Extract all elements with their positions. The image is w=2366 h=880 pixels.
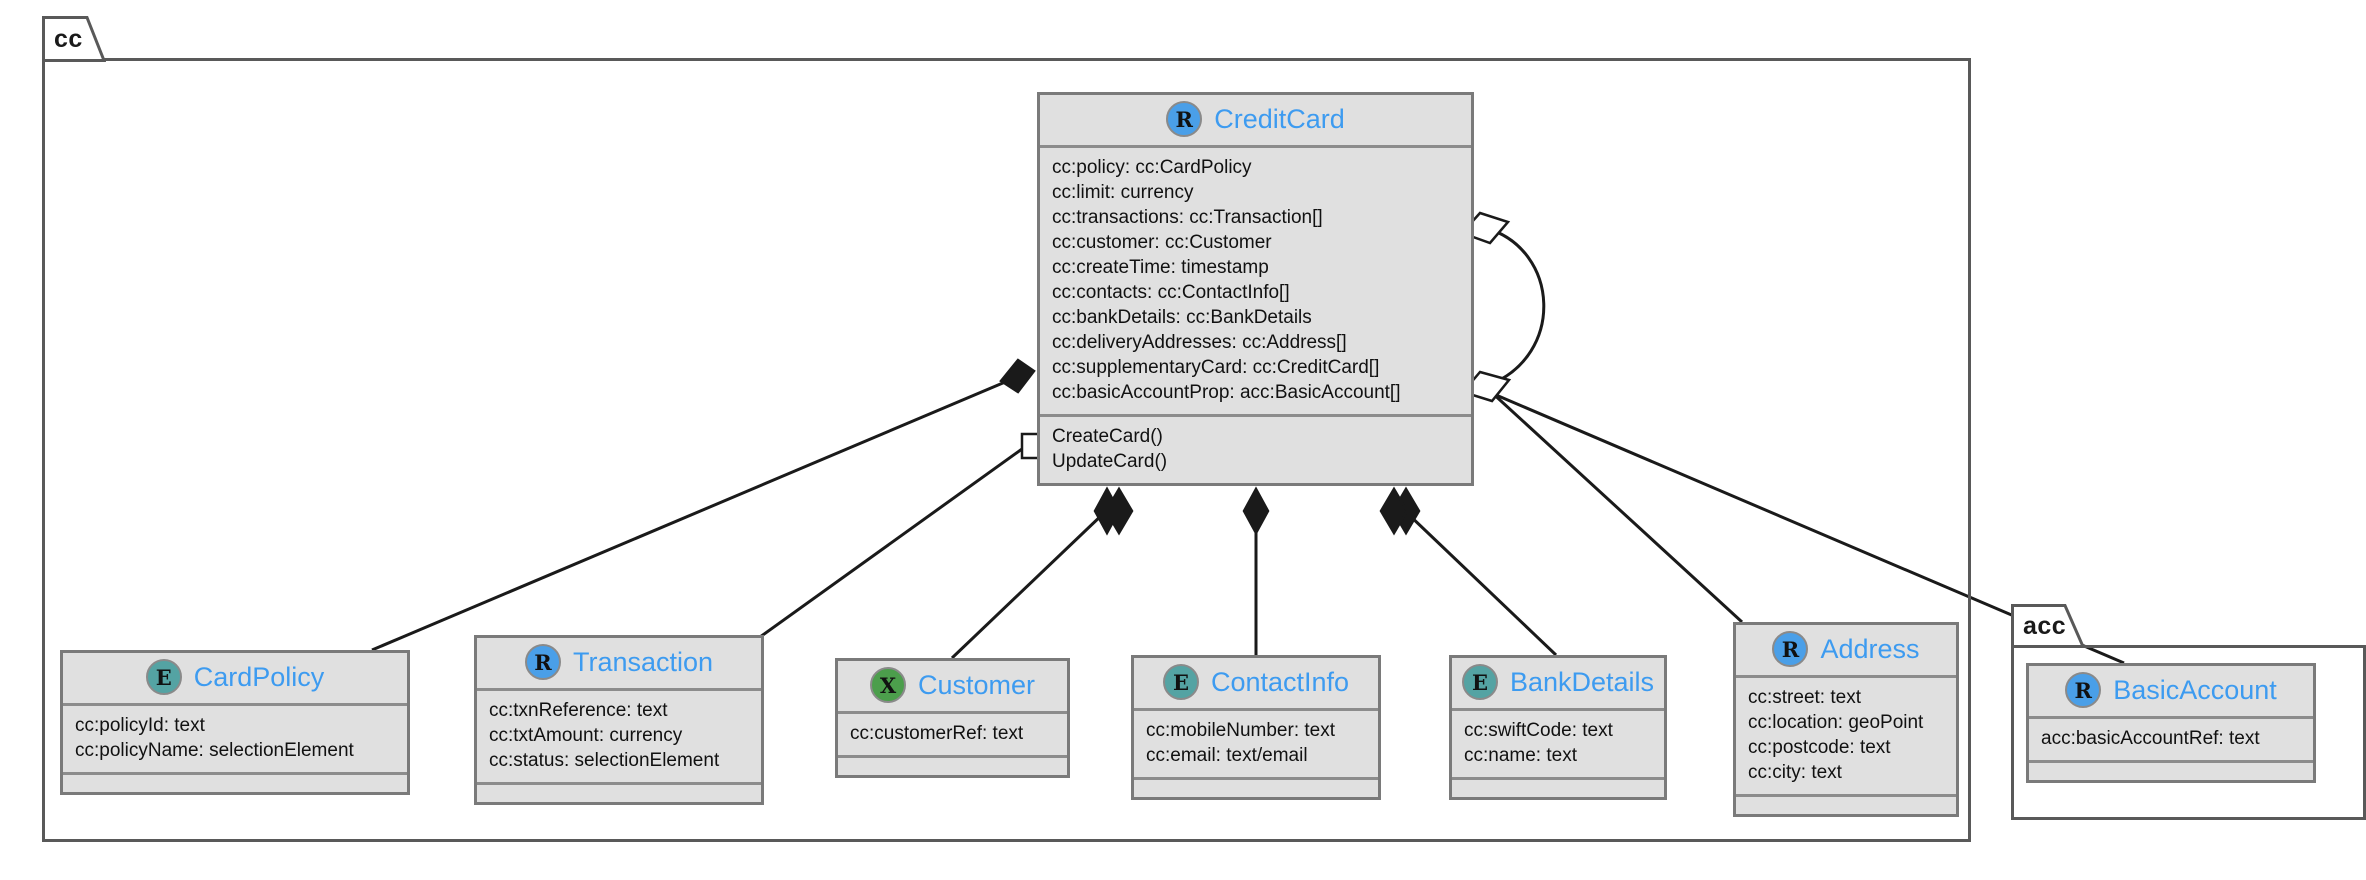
class-attributes-creditcard: cc:policy: cc:CardPolicy cc:limit: curre…	[1040, 148, 1471, 414]
class-operations-transaction	[477, 782, 761, 802]
class-box-basicaccount[interactable]: R BasicAccount acc:basicAccountRef: text	[2026, 663, 2316, 783]
stereotype-e-icon: E	[1461, 664, 1498, 700]
attribute-row: cc:mobileNumber: text	[1146, 720, 1336, 741]
attribute-row: cc:swiftCode: text	[1464, 720, 1613, 741]
attribute-row: cc:limit: currency	[1052, 182, 1194, 203]
attribute-row: acc:basicAccountRef: text	[2041, 728, 2260, 749]
attribute-row: cc:supplementaryCard: cc:CreditCard[]	[1052, 357, 1380, 378]
package-frame-cc	[42, 58, 1971, 842]
attribute-row: cc:customerRef: text	[850, 723, 1024, 744]
class-box-customer[interactable]: X Customer cc:customerRef: text	[835, 658, 1070, 778]
class-header-transaction: R Transaction	[477, 638, 761, 691]
class-title-customer: Customer	[917, 669, 1036, 700]
attribute-row: cc:policyName: selectionElement	[75, 740, 354, 761]
class-box-cardpolicy[interactable]: E CardPolicy cc:policyId: text cc:policy…	[60, 650, 410, 795]
package-tab-acc	[2011, 604, 2085, 648]
attribute-row: cc:city: text	[1748, 762, 1842, 783]
stereotype-r-icon: R	[1772, 631, 1809, 667]
attribute-row: cc:name: text	[1464, 745, 1577, 766]
stereotype-e-icon: E	[1162, 664, 1199, 700]
class-attributes-bankdetails: cc:swiftCode: text cc:name: text	[1452, 711, 1664, 777]
class-operations-bankdetails	[1452, 777, 1664, 797]
class-title-contactinfo: ContactInfo	[1210, 666, 1350, 697]
class-box-contactinfo[interactable]: E ContactInfo cc:mobileNumber: text cc:e…	[1131, 655, 1381, 800]
class-header-basicaccount: R BasicAccount	[2029, 666, 2313, 719]
class-attributes-customer: cc:customerRef: text	[838, 714, 1067, 755]
class-header-customer: X Customer	[838, 661, 1067, 714]
attribute-row: cc:status: selectionElement	[489, 750, 720, 771]
class-operations-customer	[838, 755, 1067, 775]
attribute-row: cc:email: text/email	[1146, 745, 1308, 766]
class-title-creditcard: CreditCard	[1214, 103, 1345, 134]
class-attributes-address: cc:street: text cc:location: geoPoint cc…	[1736, 678, 1956, 794]
class-title-basicaccount: BasicAccount	[2113, 674, 2277, 705]
attribute-row: cc:location: geoPoint	[1748, 712, 1924, 733]
class-attributes-basicaccount: acc:basicAccountRef: text	[2029, 719, 2313, 760]
attribute-row: cc:customer: cc:Customer	[1052, 232, 1272, 253]
class-title-cardpolicy: CardPolicy	[193, 661, 325, 692]
operation-row: CreateCard()	[1052, 426, 1163, 447]
class-operations-basicaccount	[2029, 760, 2313, 780]
class-operations-cardpolicy	[63, 772, 407, 792]
class-header-cardpolicy: E CardPolicy	[63, 653, 407, 706]
package-label-cc: cc	[54, 25, 83, 53]
stereotype-x-icon: X	[869, 667, 906, 703]
class-operations-address	[1736, 794, 1956, 814]
attribute-row: cc:contacts: cc:ContactInfo[]	[1052, 282, 1290, 303]
attribute-row: cc:txtAmount: currency	[489, 725, 683, 746]
attribute-row: cc:createTime: timestamp	[1052, 257, 1269, 278]
attribute-row: cc:deliveryAddresses: cc:Address[]	[1052, 332, 1347, 353]
attribute-row: cc:policy: cc:CardPolicy	[1052, 157, 1252, 178]
class-title-bankdetails: BankDetails	[1509, 666, 1655, 697]
class-header-address: R Address	[1736, 625, 1956, 678]
attribute-row: cc:bankDetails: cc:BankDetails	[1052, 307, 1312, 328]
class-operations-creditcard: CreateCard() UpdateCard()	[1040, 414, 1471, 483]
class-box-address[interactable]: R Address cc:street: text cc:location: g…	[1733, 622, 1959, 817]
class-operations-contactinfo	[1134, 777, 1378, 797]
package-label-acc: acc	[2023, 612, 2067, 640]
package-tab-cc	[42, 16, 106, 62]
stereotype-e-icon: E	[145, 659, 182, 695]
attribute-row: cc:basicAccountProp: acc:BasicAccount[]	[1052, 382, 1401, 403]
operation-row: UpdateCard()	[1052, 451, 1168, 472]
class-box-creditcard[interactable]: R CreditCard cc:policy: cc:CardPolicy cc…	[1037, 92, 1474, 486]
class-title-address: Address	[1820, 633, 1920, 664]
class-title-transaction: Transaction	[572, 646, 714, 677]
package-frame-acc	[2011, 645, 2366, 820]
attribute-row: cc:policyId: text	[75, 715, 205, 736]
class-attributes-contactinfo: cc:mobileNumber: text cc:email: text/ema…	[1134, 711, 1378, 777]
stereotype-r-icon: R	[1166, 101, 1203, 137]
attribute-row: cc:postcode: text	[1748, 737, 1891, 758]
class-box-bankdetails[interactable]: E BankDetails cc:swiftCode: text cc:name…	[1449, 655, 1667, 800]
class-header-contactinfo: E ContactInfo	[1134, 658, 1378, 711]
attribute-row: cc:txnReference: text	[489, 700, 668, 721]
stereotype-r-icon: R	[2065, 672, 2102, 708]
class-attributes-transaction: cc:txnReference: text cc:txtAmount: curr…	[477, 691, 761, 782]
stereotype-r-icon: R	[524, 644, 561, 680]
class-header-bankdetails: E BankDetails	[1452, 658, 1664, 711]
attribute-row: cc:transactions: cc:Transaction[]	[1052, 207, 1323, 228]
class-box-transaction[interactable]: R Transaction cc:txnReference: text cc:t…	[474, 635, 764, 805]
class-attributes-cardpolicy: cc:policyId: text cc:policyName: selecti…	[63, 706, 407, 772]
class-header-creditcard: R CreditCard	[1040, 95, 1471, 148]
attribute-row: cc:street: text	[1748, 687, 1861, 708]
